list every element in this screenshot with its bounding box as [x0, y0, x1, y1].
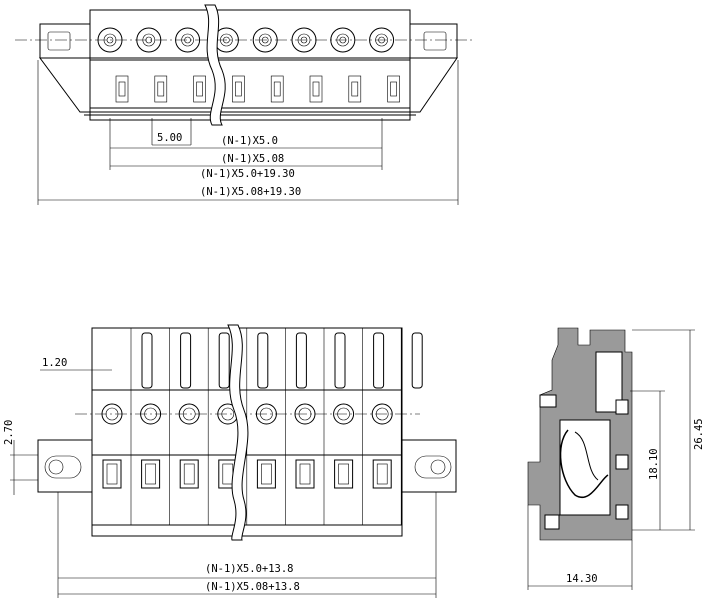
top-view: 5.00 (N-1)X5.0 (N-1)X5.08 (N-1)X5.0+19.3… — [15, 4, 475, 205]
top-slot-inner — [390, 81, 397, 97]
top-screw-outer — [330, 27, 356, 53]
top-screw-outer — [175, 27, 201, 53]
top-screw-outer — [252, 27, 278, 53]
top-dim4-label: (N-1)X5.08+19.30 — [200, 186, 301, 198]
front-offset-label: 2.70 — [3, 420, 15, 445]
top-screw-center — [378, 36, 385, 44]
front-wire-slot — [256, 459, 276, 489]
front-latch — [373, 332, 385, 389]
top-screw-center — [106, 36, 114, 44]
top-screw-inner — [375, 33, 388, 47]
front-wire-slot — [372, 459, 392, 489]
top-slot — [115, 75, 129, 103]
top-screw-inner — [142, 33, 156, 47]
top-flange — [39, 57, 458, 113]
front-left-mount-hole — [44, 455, 82, 479]
front-wire-slot — [295, 459, 315, 489]
top-slot-inner — [351, 81, 359, 97]
front-wire-slot — [179, 459, 199, 489]
front-latch — [295, 332, 307, 389]
front-latch — [411, 332, 423, 389]
top-left-ear — [39, 23, 91, 59]
top-right-ear-slot — [423, 31, 447, 51]
front-left-flange — [37, 439, 93, 493]
top-slot-inner — [312, 81, 320, 97]
front-latch — [257, 332, 269, 389]
top-screw-center — [261, 36, 269, 44]
front-latch — [141, 332, 153, 389]
top-screw-inner — [103, 33, 117, 47]
front-wire-slot-inner — [145, 463, 156, 485]
front-gap-label: 1.20 — [42, 357, 67, 369]
top-screw-center — [339, 36, 347, 44]
front-break-mark — [227, 324, 249, 541]
front-latch — [180, 332, 192, 389]
top-slot-inner — [118, 81, 126, 97]
front-dim1-label: (N-1)X5.0+13.8 — [205, 563, 294, 575]
front-wire-slot-inner — [376, 463, 388, 485]
top-screw-center — [223, 36, 230, 44]
top-slot — [193, 75, 206, 103]
front-wire-slot — [141, 459, 161, 489]
front-view: 1.20 2.70 (N-1)X5.0+13.8 (N-1)X5.08+13.8 — [3, 324, 457, 598]
top-body — [89, 9, 411, 121]
front-slots — [102, 459, 392, 489]
top-left-ear-slot — [47, 31, 71, 51]
top-slot — [154, 75, 168, 103]
front-latch — [218, 332, 230, 389]
top-screw-inner — [258, 33, 272, 47]
top-break-mark — [204, 4, 226, 126]
top-dim1-label: (N-1)X5.0 — [221, 135, 278, 147]
side-total-height-label: 26.45 — [693, 418, 705, 450]
top-dim2-label: (N-1)X5.08 — [221, 153, 284, 165]
front-wire-slot — [102, 459, 122, 489]
side-view: 18.10 26.45 14.30 — [527, 327, 705, 590]
top-slot — [232, 75, 245, 103]
front-right-flange — [401, 439, 457, 493]
pitch-dim-label: 5.00 — [157, 132, 182, 144]
front-latch — [334, 332, 346, 389]
top-screw-outer — [369, 27, 395, 53]
front-wire-slot-inner — [261, 463, 272, 485]
front-screw — [371, 403, 393, 425]
top-screw-outer — [97, 27, 123, 53]
top-slot — [348, 75, 362, 103]
top-dim3-label: (N-1)X5.0+19.30 — [200, 168, 295, 180]
top-screw-center — [145, 36, 153, 44]
front-dim2-label: (N-1)X5.08+13.8 — [205, 581, 300, 593]
top-screw-inner — [297, 33, 311, 47]
front-wire-slot-inner — [299, 463, 311, 485]
side-inner-height-label: 18.10 — [648, 448, 660, 480]
top-screw-center — [300, 36, 308, 44]
top-slot-inner — [235, 81, 242, 97]
front-right-mount-hole — [414, 455, 452, 479]
top-slot-inner — [196, 81, 203, 97]
front-wire-slot-inner — [106, 463, 118, 485]
front-wire-slot-inner — [338, 463, 349, 485]
front-wire-slot-inner — [183, 463, 195, 485]
top-right-ear — [409, 23, 458, 59]
top-slot-inner — [273, 81, 281, 97]
top-screw-inner — [336, 33, 350, 47]
top-slots — [115, 75, 400, 103]
top-screw-outer — [291, 27, 317, 53]
side-width-label: 14.30 — [566, 573, 598, 585]
side-cavity-clamp — [559, 419, 611, 516]
top-screw-center — [184, 36, 191, 44]
top-slot — [309, 75, 323, 103]
front-latches — [130, 328, 423, 525]
front-screw — [333, 403, 355, 425]
top-screw-inner — [220, 33, 233, 47]
front-wire-slot — [334, 459, 354, 489]
top-screw-inner — [181, 33, 194, 47]
top-slot-inner — [157, 81, 165, 97]
top-screws — [97, 27, 395, 53]
top-slot — [270, 75, 284, 103]
top-slot — [387, 75, 400, 103]
top-screw-outer — [136, 27, 162, 53]
front-wire-slot-inner — [222, 463, 234, 485]
side-spring — [559, 429, 609, 498]
